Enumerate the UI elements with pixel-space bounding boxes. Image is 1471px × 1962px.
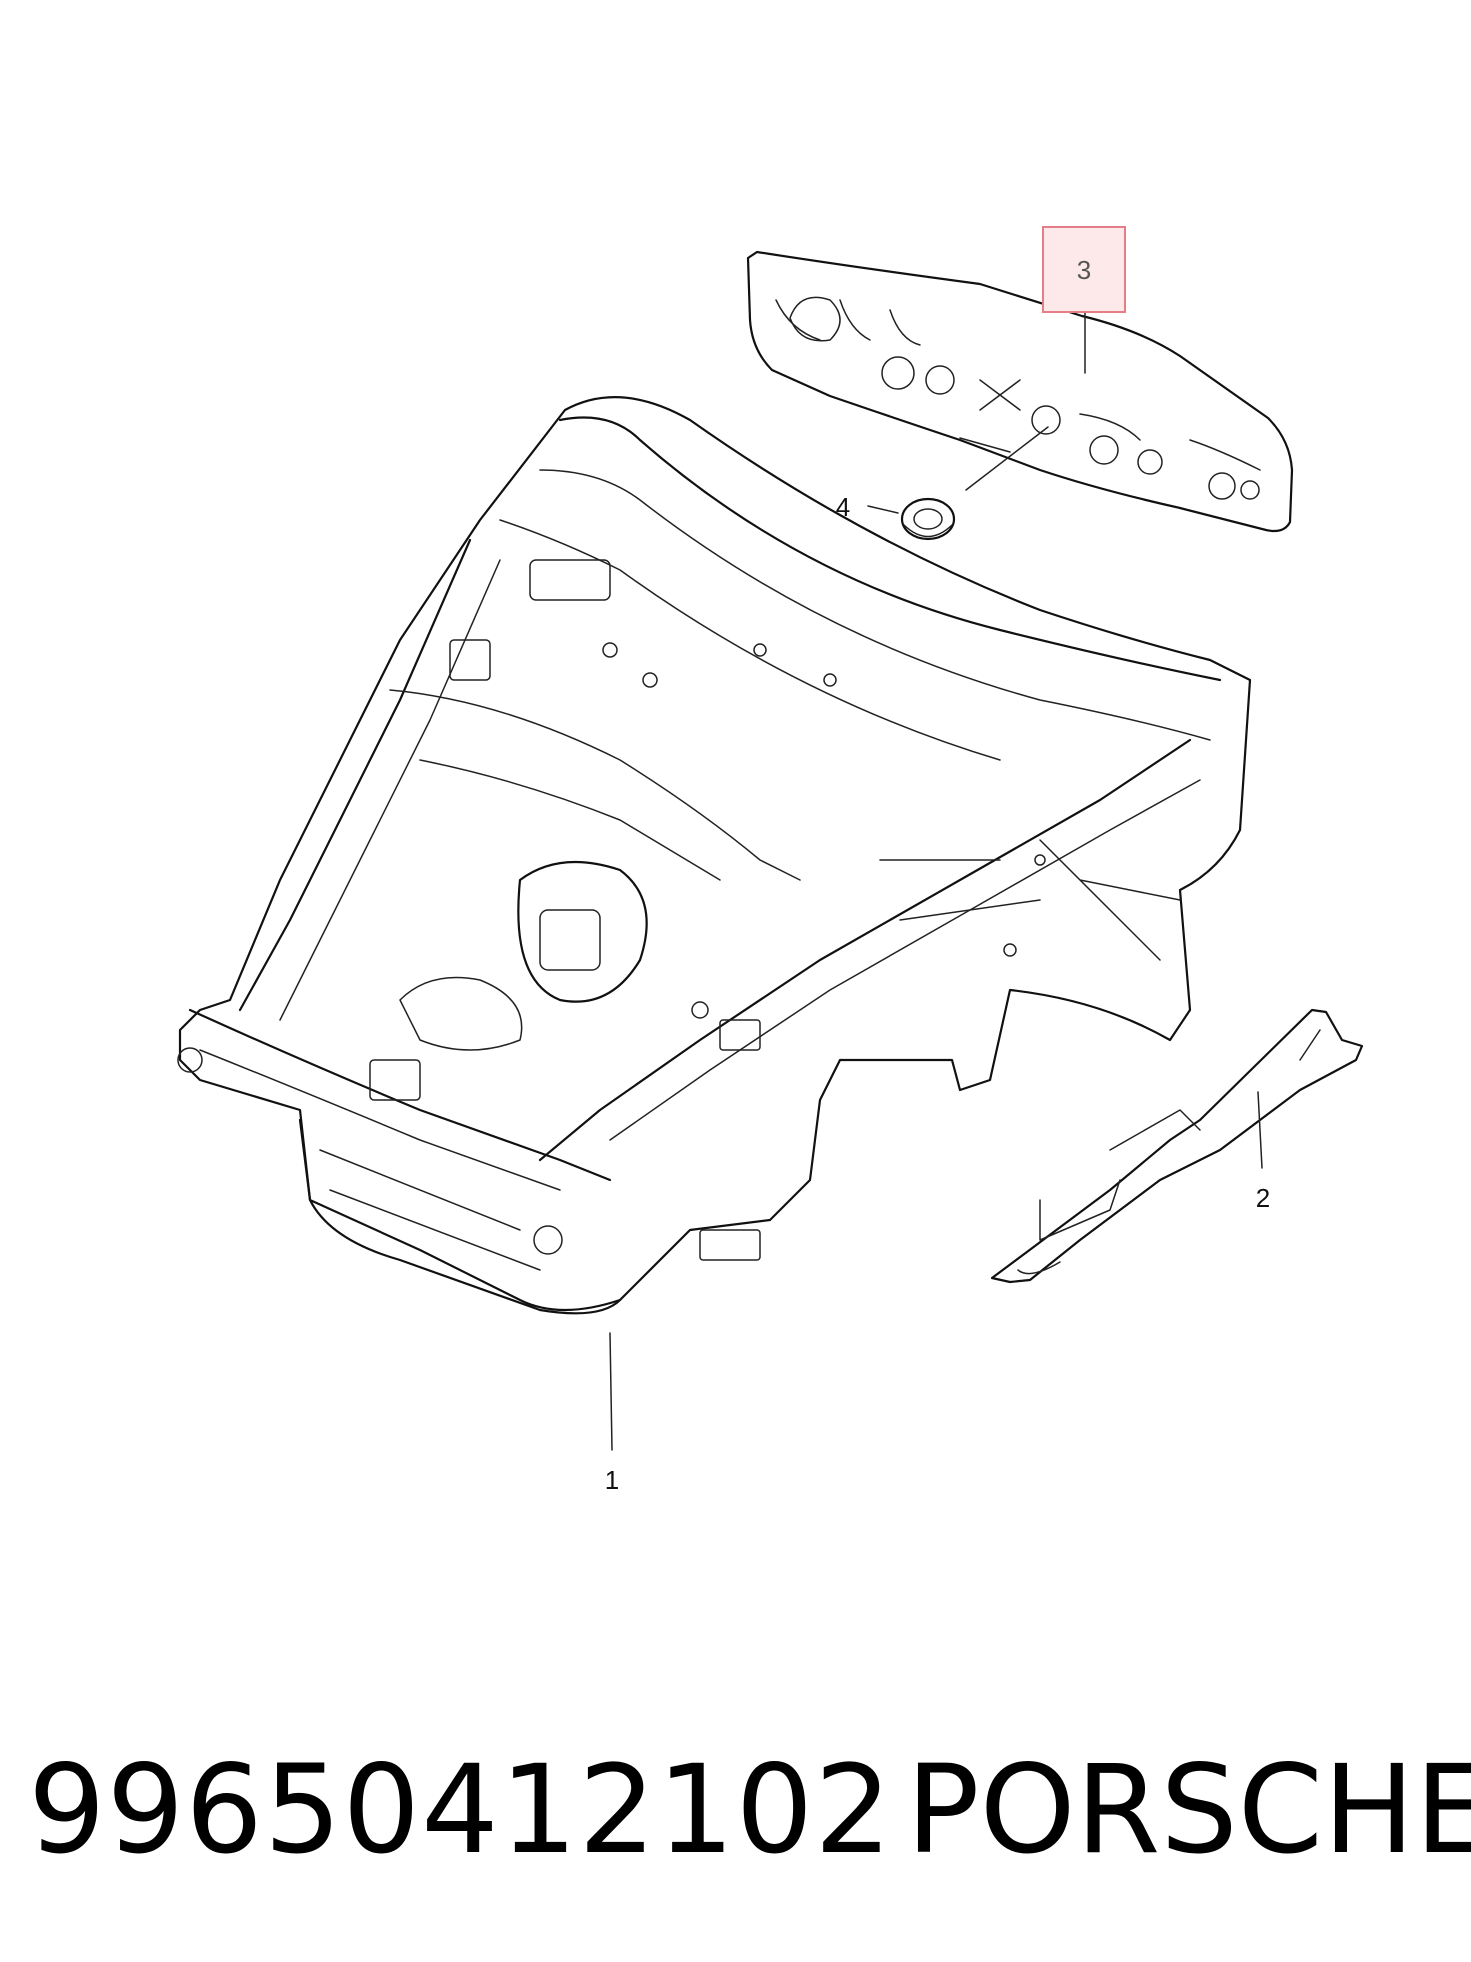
callout-1-label[interactable]: 1 xyxy=(605,1465,619,1495)
leader-lines xyxy=(609,312,1263,1451)
callout-4-label[interactable]: 4 xyxy=(836,492,850,522)
brand-name: PORSCHE xyxy=(906,1739,1471,1881)
callout-2-label[interactable]: 2 xyxy=(1256,1183,1270,1213)
leader-2 xyxy=(1257,1091,1263,1169)
part-number: 99650412102 xyxy=(28,1739,893,1881)
leader-4 xyxy=(867,505,899,514)
part-1-front-structure-drawing xyxy=(177,396,1252,1315)
caption: 99650412102 PORSCHE xyxy=(28,1735,1471,1885)
part-3-panel-drawing xyxy=(746,250,1294,533)
part-4-grommet-drawing xyxy=(900,497,956,541)
part-2-side-member-drawing xyxy=(990,1008,1364,1284)
leader-1 xyxy=(609,1332,613,1451)
callout-3-highlight xyxy=(1042,226,1126,313)
leader-3b xyxy=(965,426,1049,491)
callout-3-label[interactable]: 3 xyxy=(1077,255,1091,285)
